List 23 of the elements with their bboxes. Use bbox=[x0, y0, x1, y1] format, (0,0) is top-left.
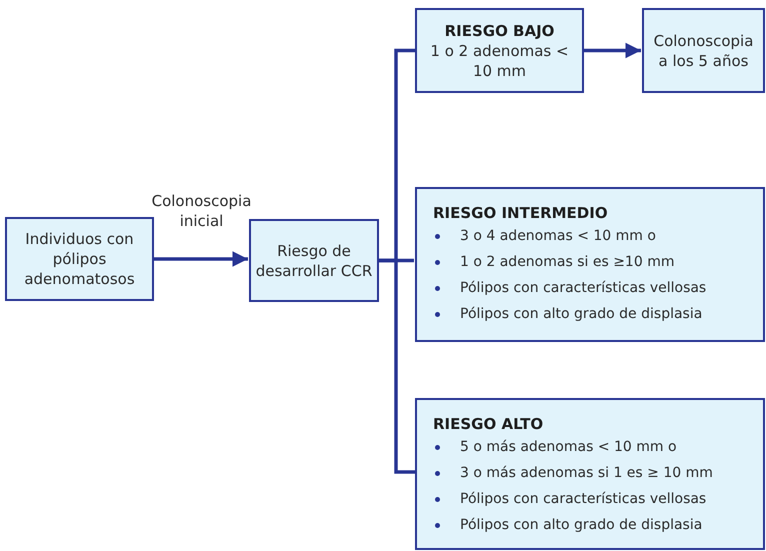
bullet-item: Pólipos con alto grado de displasia bbox=[433, 512, 702, 538]
node-text: Riesgo de desarrollar CCR bbox=[255, 240, 373, 280]
node-text: Individuos con pólipos adenomatosos bbox=[23, 229, 136, 289]
node-text: 1 o 2 adenomas < 10 mm bbox=[429, 40, 570, 80]
bullet-item: 3 o 4 adenomas < 10 mm o bbox=[433, 223, 656, 249]
process-box bbox=[5, 217, 154, 301]
bullet-item: 3 o más adenomas si 1 es ≥ 10 mm bbox=[433, 460, 713, 486]
bullet-item: Pólipos con características vellosas bbox=[433, 486, 706, 512]
bullet-item: 5 o más adenomas < 10 mm o bbox=[433, 434, 677, 460]
bullet-item: 1 o 2 adenomas si es ≥10 mm bbox=[433, 249, 674, 275]
process-box bbox=[642, 8, 765, 93]
node-text: Colonoscopia a los 5 años bbox=[652, 30, 754, 70]
bullet-item: Pólipos con alto grado de displasia bbox=[433, 301, 702, 327]
process-box bbox=[415, 187, 765, 342]
connector-arrow bbox=[154, 251, 248, 267]
risk-heading: RIESGO INTERMEDIO bbox=[433, 203, 608, 223]
process-box bbox=[415, 398, 765, 550]
connector-arrow bbox=[584, 42, 641, 58]
process-box bbox=[249, 219, 379, 302]
risk-heading: RIESGO BAJO bbox=[444, 20, 554, 40]
process-box bbox=[415, 8, 584, 93]
risk-heading: RIESGO ALTO bbox=[433, 414, 544, 434]
bullet-item: Pólipos con características vellosas bbox=[433, 275, 706, 301]
